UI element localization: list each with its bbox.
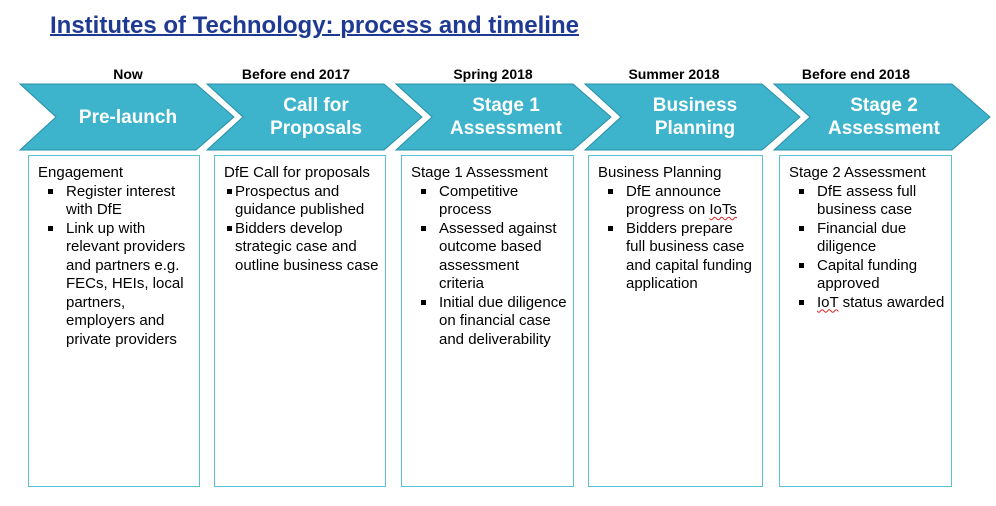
- list-item: Competitive process: [411, 183, 567, 220]
- card-bullet-list: DfE announce progress on IoTs Bidders pr…: [598, 183, 756, 294]
- list-item: Financial due diligence: [789, 220, 945, 257]
- stage-card-pre-launch: Engagement Register interest with DfE Li…: [28, 155, 200, 487]
- stage-card-stage-2-assessment: Stage 2 Assessment DfE assess full busin…: [779, 155, 952, 487]
- spellcheck-flag: IoTs: [709, 201, 737, 218]
- page-title: Institutes of Technology: process and ti…: [50, 12, 579, 39]
- chevron-label-stage-1-assessment: Stage 1 Assessment: [426, 84, 586, 150]
- list-item: Bidders develop strategic case and outli…: [224, 220, 379, 276]
- stage-card-call-for-proposals: DfE Call for proposals Prospectus and gu…: [214, 155, 386, 487]
- stage-card-stage-1-assessment: Stage 1 Assessment Competitive process A…: [401, 155, 574, 487]
- card-heading: Stage 2 Assessment: [789, 164, 926, 181]
- list-item: DfE assess full business case: [789, 183, 945, 220]
- card-bullet-list: Register interest with DfE Link up with …: [38, 183, 193, 350]
- card-heading: DfE Call for proposals: [224, 164, 370, 181]
- card-bullet-list: Prospectus and guidance published Bidder…: [224, 183, 379, 276]
- chevron-label-text: Business Planning: [652, 95, 738, 139]
- card-heading: Engagement: [38, 164, 124, 181]
- spellcheck-flag: IoT: [817, 293, 839, 311]
- list-item: Assessed against outcome based assessmen…: [411, 220, 567, 294]
- card-heading: Business Planning: [598, 164, 722, 181]
- list-item: IoT status awarded: [789, 294, 945, 313]
- list-item: DfE announce progress on IoTs: [598, 183, 756, 220]
- stage-timing-now: Now: [113, 66, 143, 82]
- list-item: Link up with relevant providers and part…: [38, 220, 193, 350]
- card-bullet-list: Competitive process Assessed against out…: [411, 183, 567, 350]
- chevron-label-text: Stage 1 Assessment: [450, 95, 562, 139]
- list-item: Capital funding approved: [789, 257, 945, 294]
- stage-timing-spring-2018: Spring 2018: [453, 66, 533, 82]
- list-item: Register interest with DfE: [38, 183, 193, 220]
- list-item: Bidders prepare full business case and c…: [598, 220, 756, 294]
- list-item: Prospectus and guidance published: [224, 183, 379, 220]
- stage-timing-summer-2018: Summer 2018: [628, 66, 720, 82]
- card-heading: Stage 1 Assessment: [411, 164, 548, 181]
- chevron-business-planning: [583, 83, 801, 151]
- chevron-stage-2-assessment: [772, 83, 991, 151]
- chevron-call-for-proposals: [205, 83, 423, 151]
- chevron-label-business-planning: Business Planning: [615, 84, 775, 150]
- card-bullet-list: DfE assess full business case Financial …: [789, 183, 945, 313]
- stage-timing-end-2018: Before end 2018: [801, 66, 911, 82]
- stage-card-business-planning: Business Planning DfE announce progress …: [588, 155, 763, 487]
- chevron-label-call-for-proposals: Call for Proposals: [236, 84, 396, 150]
- chevron-label-text: Stage 2 Assessment: [828, 95, 940, 139]
- list-item: Initial due diligence on financial case …: [411, 294, 567, 350]
- chevron-label-pre-launch: Pre-launch: [78, 106, 178, 128]
- chevron-label-text: Call for Proposals: [270, 95, 362, 139]
- chevron-label-stage-2-assessment: Stage 2 Assessment: [804, 84, 964, 150]
- stage-timing-end-2017: Before end 2017: [241, 66, 351, 82]
- chevron-stage-1-assessment: [394, 83, 612, 151]
- chevron-pre-launch: [18, 83, 235, 151]
- process-chevrons: [18, 83, 991, 151]
